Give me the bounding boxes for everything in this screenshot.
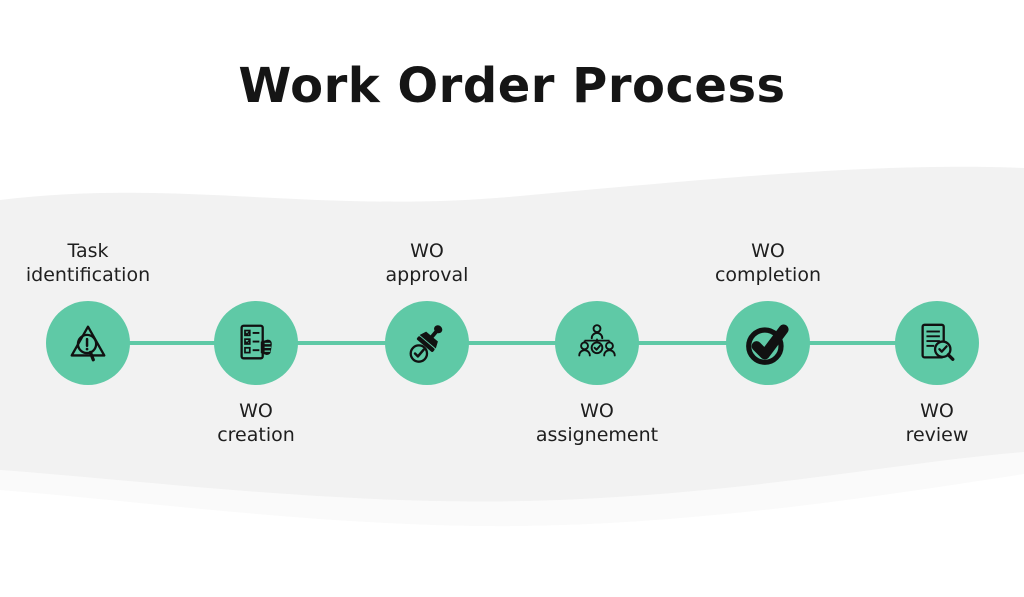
step-node [555,301,639,385]
team-check-icon [578,324,616,357]
process-step-wo-review: WO review [857,230,1017,460]
process-step-task-identification: Task identification [8,230,168,460]
page-title: Work Order Process [238,58,786,114]
process-step-wo-completion: WO completion [688,230,848,460]
step-label: WO assignement [535,400,659,446]
step-node [726,301,810,385]
step-node [46,301,130,385]
bold-checkmark-icon [746,324,789,365]
process-step-wo-approval: WO approval [347,230,507,460]
step-node [214,301,298,385]
step-label: WO approval [385,240,469,287]
process-step-wo-assignement: WO assignement [517,230,677,460]
step-node [385,301,469,385]
checklist-hand-icon [240,324,272,360]
approval-stamp-icon [409,325,443,363]
process-step-wo-creation: WO creation [176,230,336,460]
document-magnifier-check-icon [921,323,955,361]
step-node [895,301,979,385]
magnifier-warning-icon [70,325,106,362]
process-connector-line [88,341,937,345]
step-label: WO review [905,400,969,446]
step-label: Task identification [25,240,151,287]
step-label: WO completion [714,240,821,287]
background-wave-light [0,452,1024,527]
step-label: WO creation [217,400,295,446]
background-wave-main [0,166,1024,502]
